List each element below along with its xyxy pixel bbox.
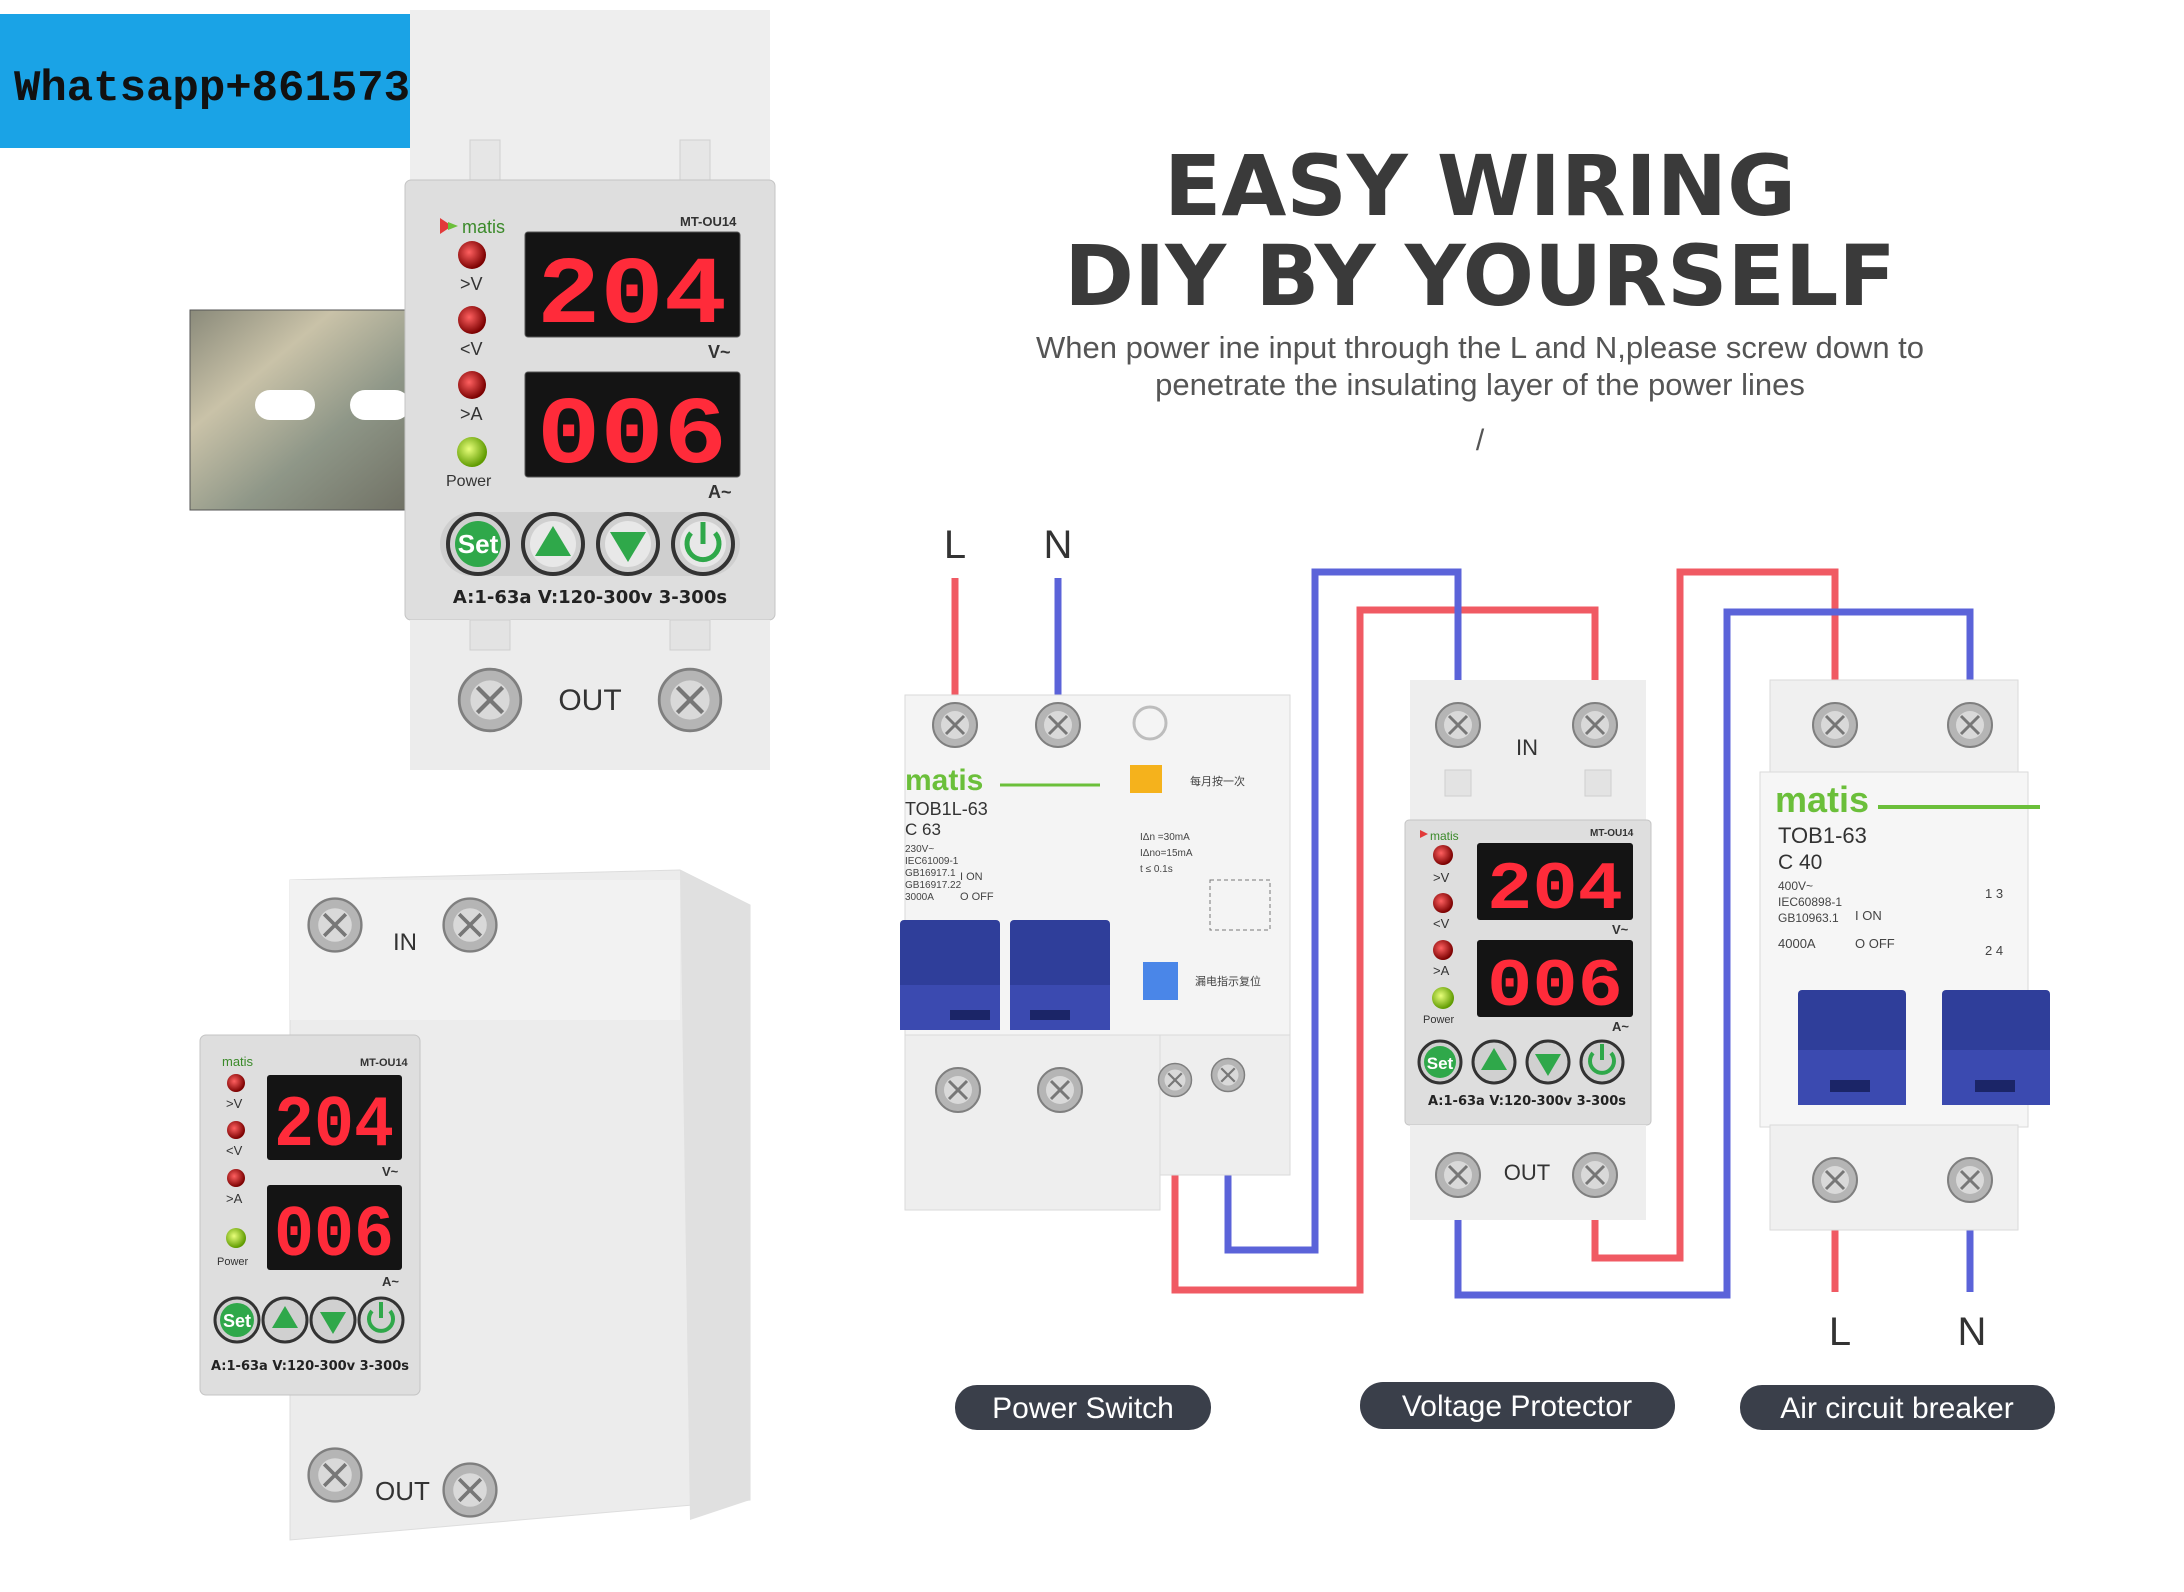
ab-small-2: GB10963.1 [1778,911,1839,925]
ab-model: TOB1-63 [1778,823,1867,848]
ab-small-0: 400V~ [1778,879,1813,893]
ps-small-2: GB16917.1 [905,868,956,879]
bottom-brand: matis [222,1054,254,1069]
ab-rating: C 40 [1778,851,1822,874]
bottom-voltage-display: 204 [274,1085,394,1167]
vp-brand: matis [1430,829,1459,843]
vp-voltage-unit: V~ [1612,922,1629,937]
ps-rcd-2: t ≤ 0.1s [1140,864,1173,875]
top-voltage-unit: V~ [708,342,731,362]
caption-air-breaker-text: Air circuit breaker [1780,1392,2013,1425]
top-power-icon [684,531,722,563]
output-live-label: L [1829,1310,1851,1354]
bottom-set-button: Set [223,1311,251,1331]
top-model: MT-OU14 [680,214,737,229]
input-live-label: L [944,523,966,567]
top-ind-oa: >A [460,404,483,424]
ps-small-4: 3000A [905,892,934,903]
bottom-ind-power: Power [217,1256,249,1268]
vp-ind-oa: >A [1433,963,1450,978]
output-neutral-label: N [1958,1310,1987,1354]
din-rail [189,309,431,511]
caption-voltage-protector: Voltage Protector [1360,1382,1675,1429]
bottom-in-label: IN [393,929,417,956]
wiring [951,568,1974,1299]
vp-out-label: OUT [1504,1160,1550,1185]
top-spec: A:1-63a V:120-300v 3-300s [453,587,727,608]
vp-ind-uv: <V [1433,916,1450,931]
subtitle-line2: penetrate the insulating layer of the po… [1155,367,1805,402]
air-breaker-device: matis TOB1-63 C 40 400V~ IEC60898-1 GB10… [1759,679,2050,1231]
vp-in-label: IN [1516,735,1538,760]
ps-rcd-0: IΔn =30mA [1140,832,1190,843]
bottom-ind-ov: >V [226,1096,243,1111]
ps-rcd-1: IΔno=15mA [1140,848,1193,859]
ps-rating: C 63 [905,820,941,839]
ab-off: O OFF [1855,936,1895,951]
top-current-display: 006 [537,382,727,491]
bottom-ind-uv: <V [226,1143,243,1158]
bottom-spec: A:1-63a V:120-300v 3-300s [211,1359,409,1374]
vp-current-display: 006 [1487,949,1623,1026]
bottom-current-unit: A~ [382,1274,399,1289]
caption-power-switch-text: Power Switch [992,1392,1174,1425]
ab-on: I ON [1855,908,1882,923]
power-switch-device: matis TOB1L-63 C 63 230V~ IEC61009-1 GB1… [900,694,1291,1211]
bottom-ind-oa: >A [226,1191,243,1206]
ps-small-3: GB16917.22 [905,880,962,891]
ps-reset-note: 漏电指示复位 [1195,974,1261,988]
bottom-model: MT-OU14 [360,1057,409,1069]
vp-current-unit: A~ [1612,1019,1629,1034]
bottom-up-arrow-icon [272,1306,298,1328]
ps-model: TOB1L-63 [905,799,988,819]
bottom-current-display: 006 [274,1195,394,1277]
headline-line1: EASY WIRING [1164,137,1796,235]
ab-terminal-top: 1 3 [1985,886,2003,901]
top-up-arrow-icon [535,526,571,556]
caption-air-breaker: Air circuit breaker [1740,1385,2055,1430]
vp-set-button: Set [1427,1054,1454,1073]
ps-small-0: 230V~ [905,844,934,855]
ab-terminal-bottom: 2 4 [1985,943,2003,958]
headline-line2: DIY BY YOURSELF [1064,227,1895,325]
bottom-out-label: OUT [375,1476,430,1506]
bottom-power-icon [367,1309,395,1333]
top-current-unit: A~ [708,482,732,502]
caption-power-switch: Power Switch [955,1385,1211,1430]
top-brand: matis [462,217,505,237]
protector-product-top: matis MT-OU14 >V <V >A Power 204 V~ 006 … [404,10,776,770]
caption-voltage-protector-text: Voltage Protector [1402,1390,1632,1423]
top-out-label: OUT [558,684,621,717]
top-ind-power: Power [446,473,492,490]
vp-voltage-display: 204 [1487,852,1623,929]
bottom-down-arrow-icon [320,1312,346,1334]
vp-up-arrow-icon [1481,1048,1507,1070]
ps-on: I ON [960,871,983,883]
vp-model: MT-OU14 [1590,828,1634,839]
ps-brand: matis [905,764,983,797]
ab-small-3: 4000A [1778,936,1816,951]
vp-spec: A:1-63a V:120-300v 3-300s [1428,1094,1626,1109]
ps-test-note: 每月按一次 [1190,774,1245,788]
vp-power-icon [1588,1051,1616,1075]
ps-off: O OFF [960,891,994,903]
subtitle-mark: / [1476,424,1485,457]
ab-small-1: IEC60898-1 [1778,895,1842,909]
voltage-protector-device: IN matis MT-OU14 >V <V >A Power 204 V~ 0… [1404,680,1652,1220]
ab-brand: matis [1775,779,1869,820]
top-set-button: Set [458,529,499,559]
top-ind-ov: >V [460,274,483,294]
subtitle-line1: When power ine input through the L and N… [1036,330,1924,365]
top-voltage-display: 204 [537,242,727,351]
top-ind-uv: <V [460,339,483,359]
vp-down-arrow-icon [1535,1054,1561,1076]
vp-ind-power: Power [1423,1014,1455,1026]
input-neutral-label: N [1044,523,1073,567]
top-down-arrow-icon [610,532,646,562]
vp-ind-ov: >V [1433,870,1450,885]
bottom-voltage-unit: V~ [382,1164,399,1179]
protector-product-bottom: IN matis MT-OU14 >V <V >A Power 204 V~ 0… [199,869,751,1541]
ps-small-1: IEC61009-1 [905,856,959,867]
